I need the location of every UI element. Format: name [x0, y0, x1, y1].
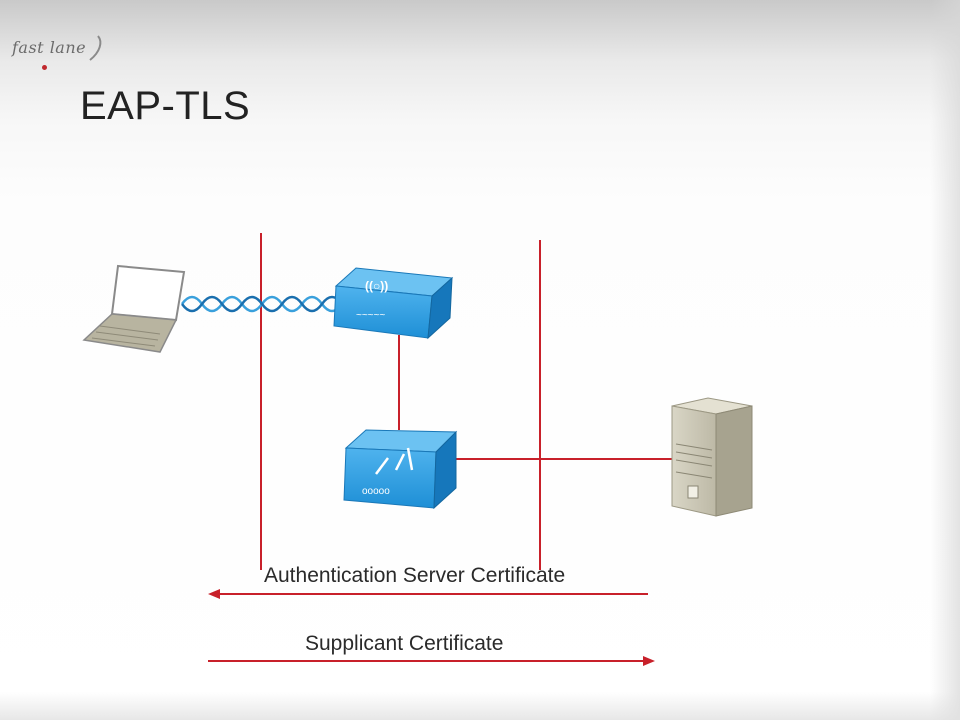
slide-bottom-shadow: [0, 692, 960, 720]
logo-swoosh-icon: [89, 35, 102, 61]
message-arrow-supplicant: [208, 656, 655, 666]
server-icon: [671, 397, 753, 517]
svg-text:ooooo: ooooo: [362, 486, 390, 497]
slide-title: EAP-TLS: [80, 84, 251, 128]
svg-text:((○)): ((○)): [365, 279, 388, 293]
message-label-auth-server-certificate: Authentication Server Certificate: [264, 564, 566, 587]
fast-lane-logo: fast lane: [8, 32, 108, 82]
laptop-icon: [82, 264, 186, 353]
message-arrow-auth: [208, 589, 648, 599]
logo-dot: [42, 65, 47, 70]
switch-icon: ooooo: [343, 429, 458, 510]
slide-edge-shadow: [930, 0, 960, 720]
wireless-link: [180, 295, 344, 313]
logo-text: fast lane: [12, 38, 87, 57]
access-point-icon: ((○)) ~~~~~: [333, 267, 454, 340]
message-label-supplicant-certificate: Supplicant Certificate: [305, 632, 504, 655]
svg-text:~~~~~: ~~~~~: [356, 310, 385, 321]
